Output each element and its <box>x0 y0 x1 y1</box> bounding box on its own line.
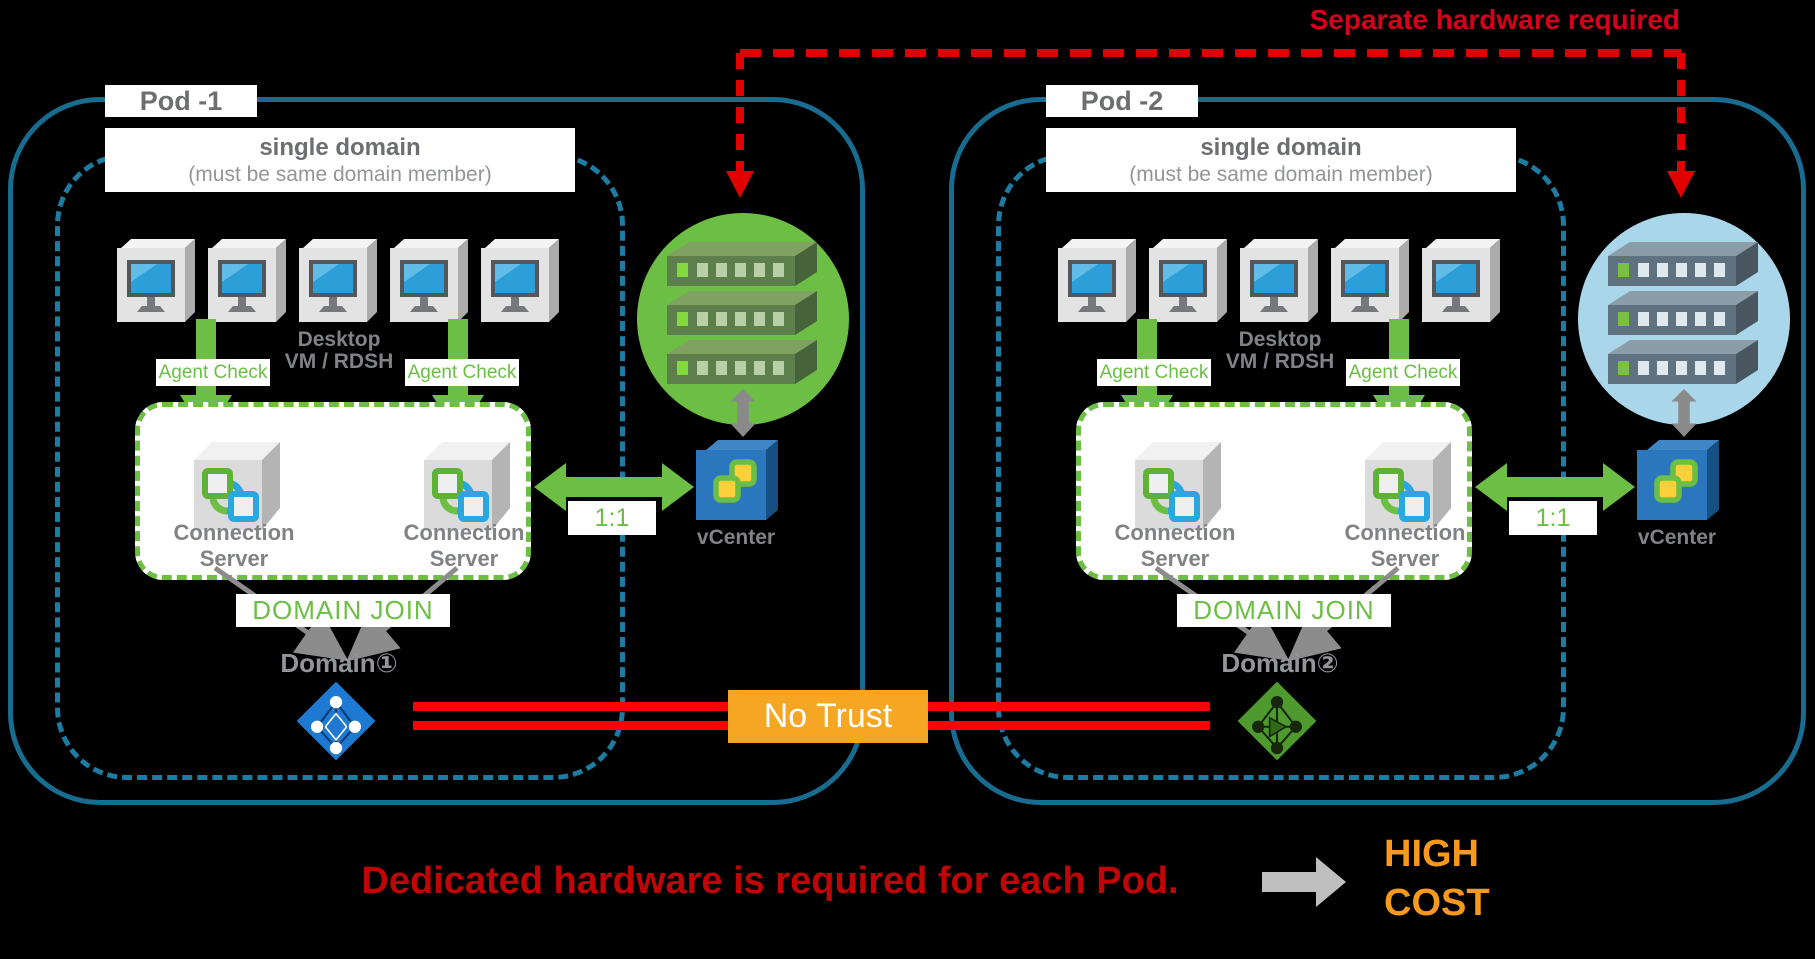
single-domain-note: (must be same domain member) <box>1129 163 1433 186</box>
vcenter-box-icon <box>696 440 778 520</box>
pod-1-label: Pod -1 <box>105 85 257 117</box>
ad-domain-diamond-blue-icon <box>296 681 376 761</box>
one-to-one-ratio-label: 1:1 <box>1509 501 1597 535</box>
one-to-one-ratio-label: 1:1 <box>568 501 656 535</box>
red-arrowhead-icon <box>1667 171 1695 198</box>
red-arrowhead-icon <box>726 171 754 198</box>
desktop-monitor-icon <box>1149 239 1227 322</box>
agent-check-label: Agent Check <box>156 359 270 386</box>
server-stack-icon <box>667 242 817 384</box>
agent-check-label: Agent Check <box>1097 359 1211 386</box>
pod-2-container: Pod -2 single domain (must be same domai… <box>949 85 1806 805</box>
desktop-monitor-icon <box>481 239 559 322</box>
high-cost-label: HIGH COST <box>1384 830 1584 928</box>
connection-server-label: Connection Server <box>173 520 295 571</box>
desktop-monitor-icon <box>1331 239 1409 322</box>
connection-server-label: Connection Server <box>403 520 525 571</box>
desktop-monitor-icon <box>1240 239 1318 322</box>
desktop-monitor-icon <box>1058 239 1136 322</box>
separate-hardware-label: Separate hardware required <box>1309 4 1680 35</box>
gray-updown-arrow-icon <box>730 389 756 437</box>
desktop-label-line2: VM / RDSH <box>1225 350 1335 373</box>
domain-join-label: DOMAIN JOIN <box>1177 594 1391 627</box>
vcenter-label: vCenter <box>696 526 776 549</box>
connection-server-cube-icon <box>1135 442 1221 530</box>
desktop-label-line2: VM / RDSH <box>284 350 394 373</box>
pod-1-domain-heading: single domain (must be same domain membe… <box>105 128 575 192</box>
agent-check-label: Agent Check <box>405 359 519 386</box>
green-double-arrow-icon <box>1475 463 1635 511</box>
single-domain-title: single domain <box>1200 134 1362 161</box>
domain-name-label: Domain② <box>1221 648 1339 678</box>
desktop-monitor-icon <box>117 239 195 322</box>
server-stack-icon <box>1608 242 1758 384</box>
high-cost-line1: HIGH <box>1384 833 1479 875</box>
no-trust-badge: No Trust <box>728 690 928 743</box>
domain-name-label: Domain① <box>280 648 398 678</box>
vcenter-label: vCenter <box>1637 526 1717 549</box>
desktop-label-line1: Desktop <box>297 328 381 351</box>
connection-server-label: Connection Server <box>1114 520 1236 571</box>
ad-domain-diamond-green-icon <box>1237 681 1317 761</box>
gray-updown-arrow-icon <box>1671 389 1697 437</box>
connection-server-label: Connection Server <box>1344 520 1466 571</box>
connection-server-cube-icon <box>424 442 510 530</box>
connection-server-cube-icon <box>1365 442 1451 530</box>
desktop-monitor-icon <box>1422 239 1500 322</box>
pod-1-container: Pod -1 single domain (must be same domai… <box>8 85 865 805</box>
red-dashed-arrow-icon <box>736 53 744 172</box>
agent-check-label: Agent Check <box>1346 359 1460 386</box>
pod-2-label: Pod -2 <box>1046 85 1198 117</box>
red-dashed-arrow-icon <box>1677 53 1685 172</box>
desktop-vm-rdsh-label: Desktop VM / RDSH <box>259 329 419 373</box>
domain-join-label: DOMAIN JOIN <box>236 594 450 627</box>
red-dashed-line <box>740 49 1681 57</box>
desktop-monitor-icon <box>299 239 377 322</box>
desktop-monitor-icon <box>390 239 468 322</box>
vcenter-box-icon <box>1637 440 1719 520</box>
desktop-vm-rdsh-label: Desktop VM / RDSH <box>1200 329 1360 373</box>
desktop-monitor-icon <box>208 239 286 322</box>
single-domain-note: (must be same domain member) <box>188 163 492 186</box>
desktop-label-line1: Desktop <box>1238 328 1322 351</box>
connection-server-cube-icon <box>194 442 280 530</box>
dedicated-hardware-note: Dedicated hardware is required for each … <box>361 860 1179 902</box>
high-cost-line2: COST <box>1384 882 1490 924</box>
green-double-arrow-icon <box>534 463 694 511</box>
pod-2-domain-heading: single domain (must be same domain membe… <box>1046 128 1516 192</box>
single-domain-title: single domain <box>259 134 421 161</box>
gray-right-arrow-icon <box>1262 857 1346 907</box>
